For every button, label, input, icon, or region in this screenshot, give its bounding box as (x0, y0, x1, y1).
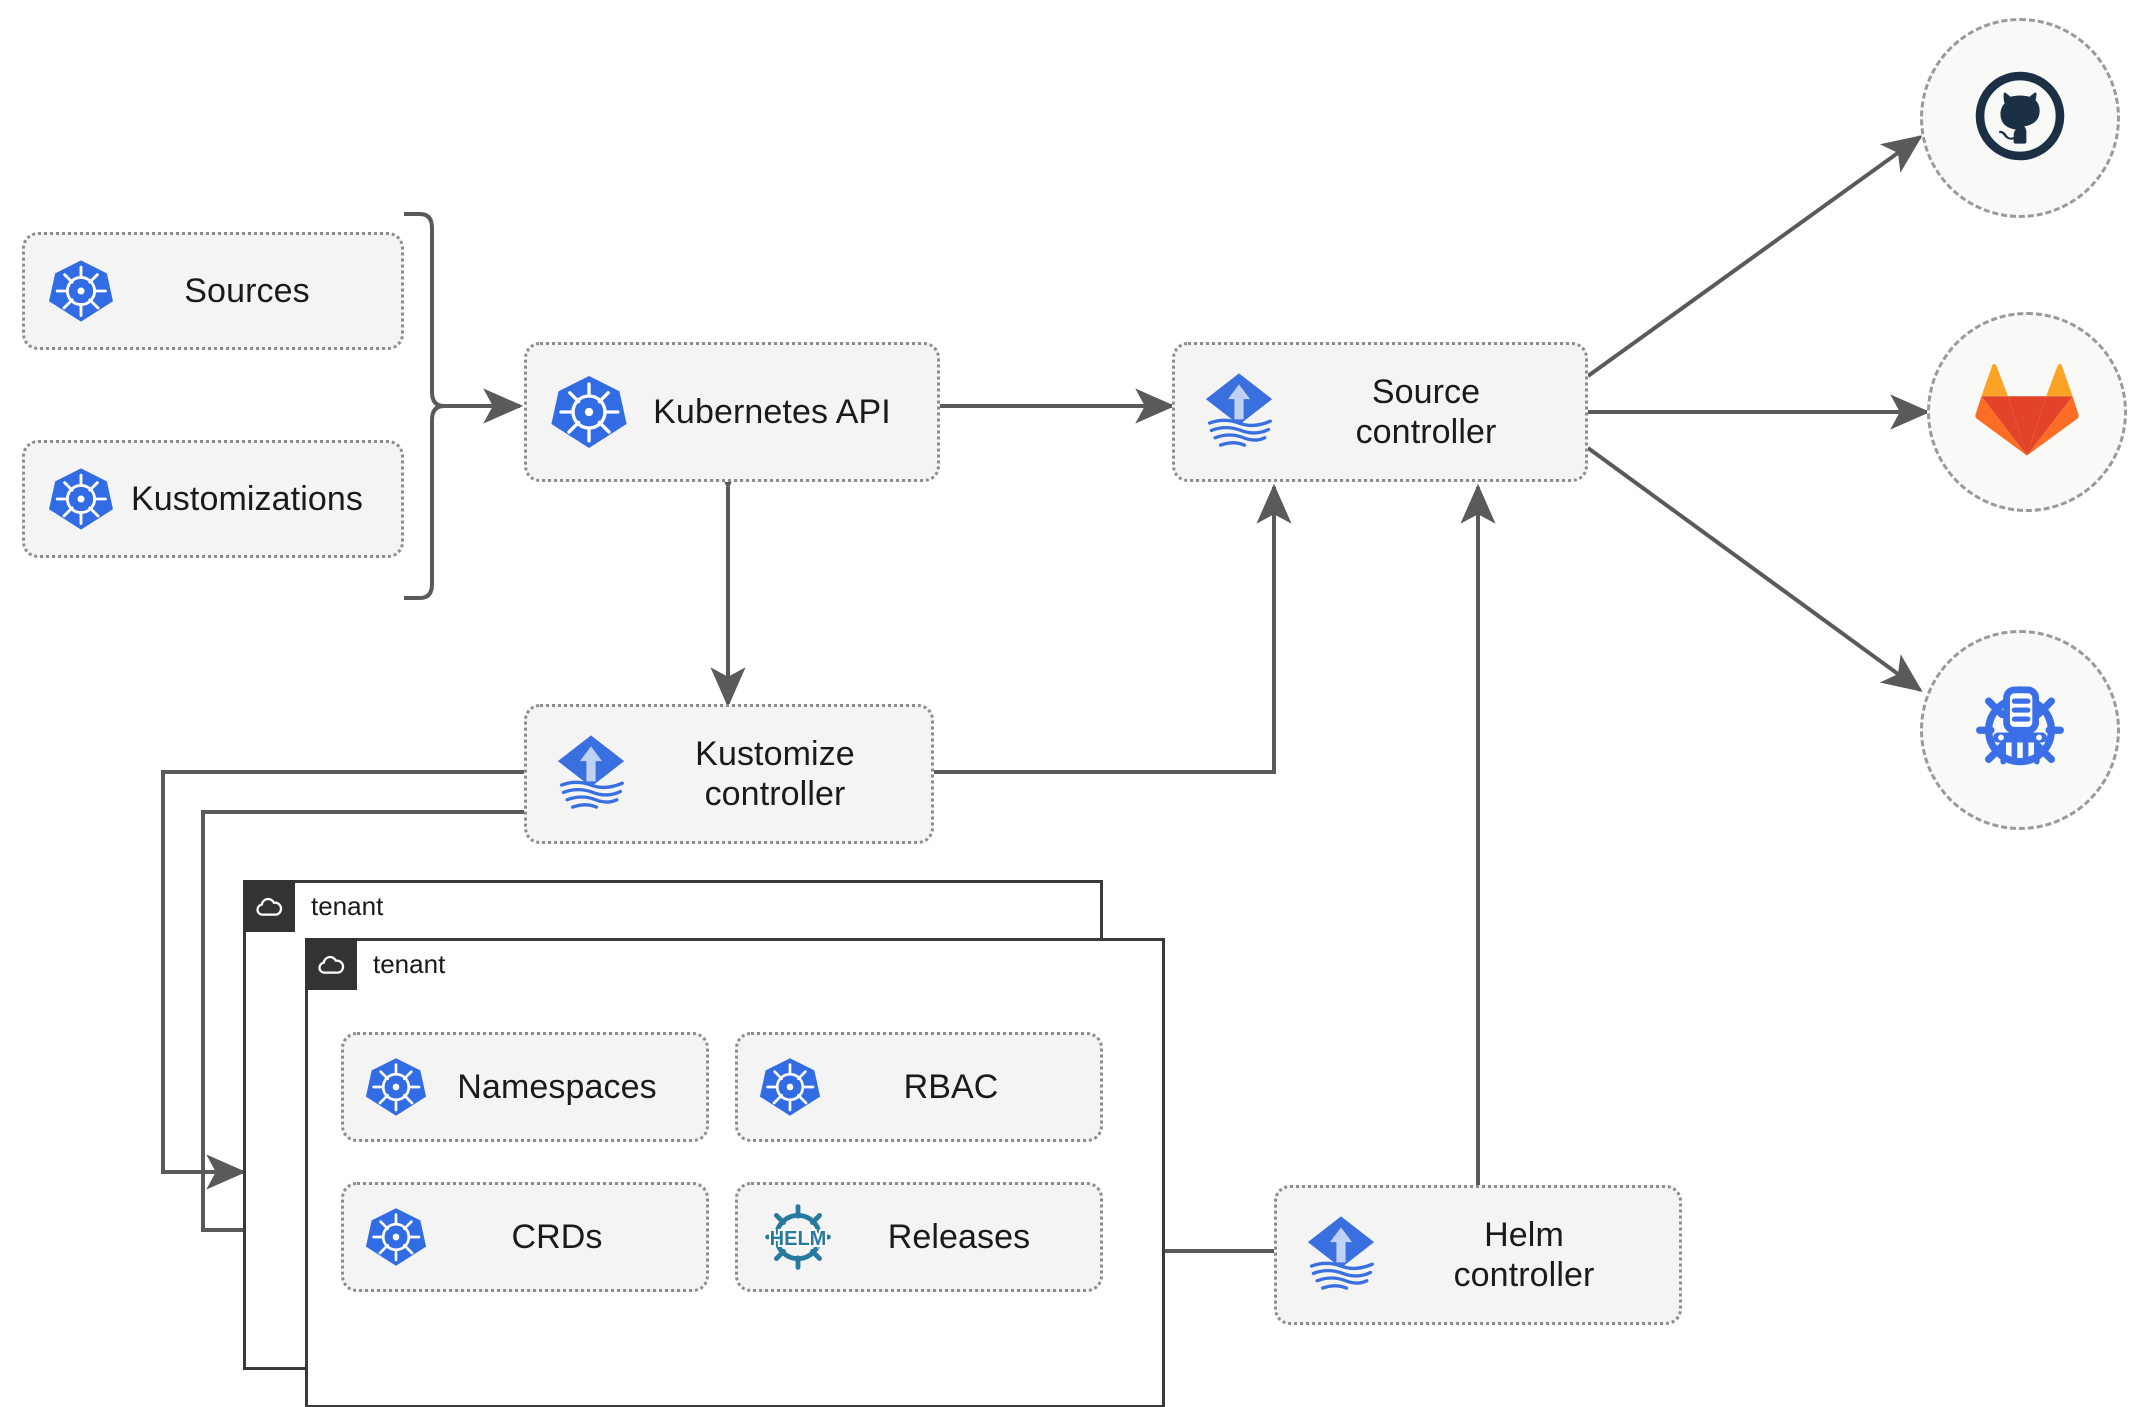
node-label: Releases (887, 1217, 1031, 1256)
wire-source-controller-registry (1586, 446, 1923, 692)
wire-brace-sources-kustomizations (404, 212, 445, 600)
tenant-header-inner: tenant (305, 938, 445, 990)
node-label: Sources (184, 271, 310, 310)
kubernetes-icon (364, 1205, 428, 1269)
tenant-label: tenant (373, 948, 446, 979)
node-label: CRDs (511, 1217, 603, 1256)
endpoint-registry[interactable] (1920, 630, 2120, 830)
node-label: Kustomizations (131, 479, 363, 518)
node-namespaces[interactable]: Namespaces (341, 1032, 709, 1142)
kubernetes-icon (47, 465, 115, 533)
node-kubernetes-api[interactable]: Kubernetes API (524, 342, 940, 482)
node-label: Source controller (1355, 372, 1497, 451)
node-crds[interactable]: CRDs (341, 1182, 709, 1292)
tenant-container-inner[interactable] (305, 938, 1165, 1407)
endpoint-github[interactable] (1920, 18, 2120, 218)
node-releases[interactable]: HELM Releases (735, 1182, 1103, 1292)
node-rbac[interactable]: RBAC (735, 1032, 1103, 1142)
endpoint-gitlab[interactable] (1927, 312, 2127, 512)
flux-icon (545, 728, 637, 820)
kubernetes-icon (364, 1055, 428, 1119)
github-icon (1966, 62, 2074, 175)
registry-icon (1964, 672, 2076, 789)
helm-icon: HELM (758, 1197, 838, 1277)
cloud-icon (305, 938, 357, 990)
cloud-icon (243, 880, 295, 932)
tenant-label: tenant (311, 890, 384, 921)
tenant-header-outer: tenant (243, 880, 383, 932)
node-kustomize-controller[interactable]: Kustomize controller (524, 704, 934, 844)
node-label: Namespaces (457, 1067, 657, 1106)
kubernetes-icon (47, 257, 115, 325)
node-label: Kustomize controller (695, 734, 855, 813)
svg-text:HELM: HELM (770, 1228, 827, 1250)
node-label: RBAC (903, 1067, 999, 1106)
flux-icon (1193, 366, 1285, 458)
node-sources[interactable]: Sources (22, 232, 404, 350)
wire-kustomize-controller-source-controller (934, 483, 1292, 774)
node-kustomizations[interactable]: Kustomizations (22, 440, 404, 558)
gitlab-icon (1974, 360, 2080, 465)
node-helm-controller[interactable]: Helm controller (1274, 1185, 1682, 1325)
node-source-controller[interactable]: Source controller (1172, 342, 1588, 482)
kubernetes-icon (549, 372, 629, 452)
kubernetes-icon (758, 1055, 822, 1119)
flux-icon (1295, 1209, 1387, 1301)
node-label: Helm controller (1453, 1215, 1595, 1294)
node-label: Kubernetes API (653, 392, 891, 431)
wire-source-controller-github (1586, 135, 1923, 378)
